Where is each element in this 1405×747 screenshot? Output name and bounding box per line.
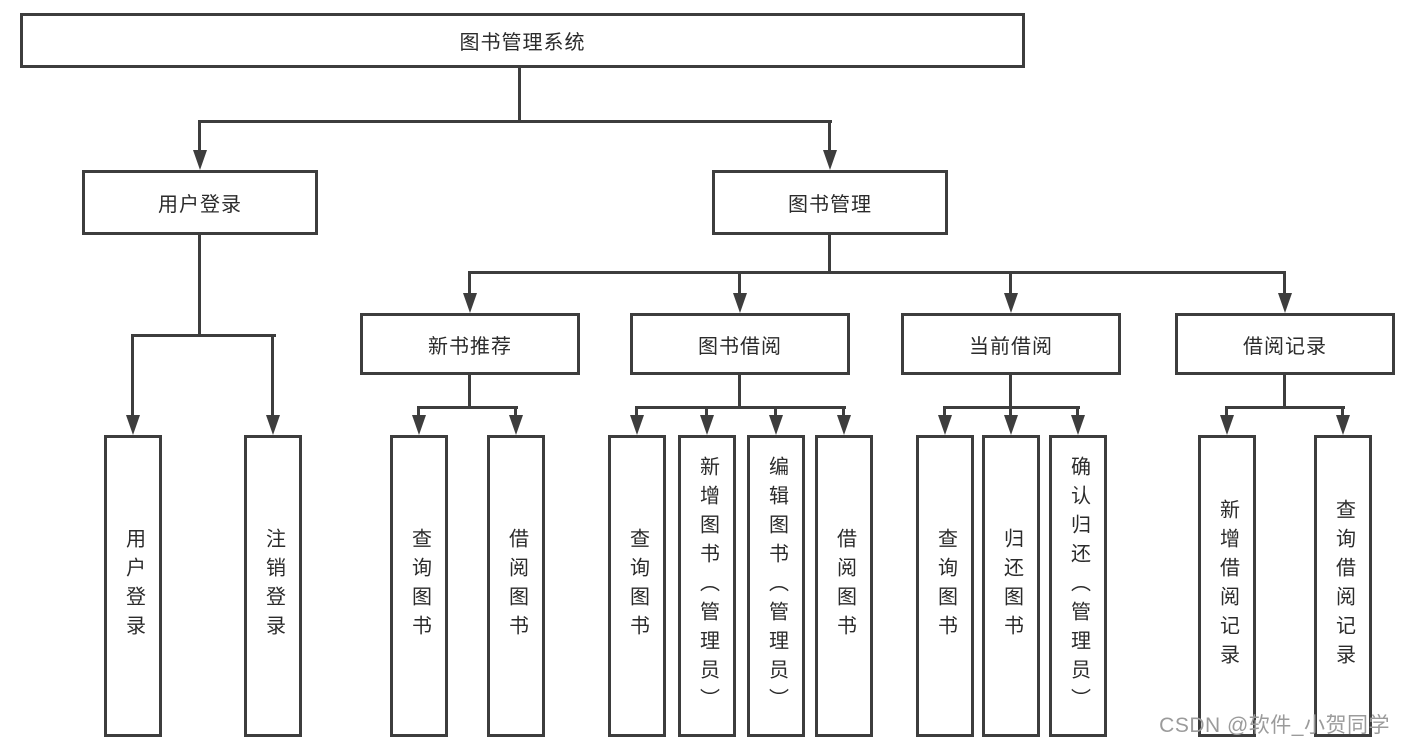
connector-line — [1283, 271, 1286, 295]
leaf-borrow-book-1: 借阅图书 — [487, 435, 545, 737]
leaf-query-book-3-label: 查询图书 — [934, 528, 957, 644]
connector-line — [705, 406, 708, 417]
arrow-down-icon — [1071, 415, 1085, 435]
connector-line — [774, 406, 777, 417]
leaf-user-login: 用户登录 — [104, 435, 162, 737]
arrow-down-icon — [823, 150, 837, 170]
connector-line — [943, 406, 946, 417]
connector-line — [468, 271, 1286, 274]
connector-line — [1225, 406, 1228, 417]
leaf-query-book-3: 查询图书 — [916, 435, 974, 737]
leaf-query-borrow-record-label: 查询借阅记录 — [1332, 499, 1355, 673]
connector-line — [514, 406, 517, 417]
connector-line — [468, 375, 471, 408]
node-root-label: 图书管理系统 — [459, 32, 586, 54]
node-current-borrow-label: 当前借阅 — [969, 335, 1053, 358]
arrow-down-icon — [938, 415, 952, 435]
leaf-borrow-book-2: 借阅图书 — [815, 435, 873, 737]
connector-line — [468, 271, 471, 295]
connector-line — [635, 406, 846, 409]
node-user-login-branch-label: 用户登录 — [158, 194, 242, 216]
watermark: CSDN @软件_小贺同学 — [1159, 714, 1390, 737]
node-root: 图书管理系统 — [20, 13, 1025, 68]
connector-line — [198, 120, 832, 123]
connector-line — [131, 334, 276, 337]
node-book-management-branch-label: 图书管理 — [788, 194, 872, 216]
node-book-management-branch: 图书管理 — [712, 170, 948, 235]
connector-line — [738, 375, 741, 408]
leaf-add-book-admin-label: 新增图书（管理员） — [696, 455, 719, 717]
arrow-down-icon — [769, 415, 783, 435]
arrow-down-icon — [1336, 415, 1350, 435]
node-new-book-recommend-label: 新书推荐 — [428, 335, 512, 358]
leaf-logout: 注销登录 — [244, 435, 302, 737]
connector-line — [1341, 406, 1344, 417]
connector-line — [131, 334, 134, 417]
connector-line — [198, 235, 201, 337]
node-book-borrow: 图书借阅 — [630, 313, 850, 375]
node-user-login-branch: 用户登录 — [82, 170, 318, 235]
leaf-query-book-2-label: 查询图书 — [626, 528, 649, 644]
connector-line — [842, 406, 845, 417]
leaf-borrow-book-1-label: 借阅图书 — [505, 528, 528, 644]
connector-line — [1009, 406, 1012, 417]
leaf-borrow-book-2-label: 借阅图书 — [833, 528, 856, 644]
node-borrow-records-label: 借阅记录 — [1243, 335, 1327, 358]
arrow-down-icon — [126, 415, 140, 435]
connector-line — [417, 406, 420, 417]
connector-line — [1009, 271, 1012, 295]
arrow-down-icon — [266, 415, 280, 435]
arrow-down-icon — [700, 415, 714, 435]
leaf-confirm-return-admin: 确认归还（管理员） — [1049, 435, 1107, 737]
leaf-return-book: 归还图书 — [982, 435, 1040, 737]
arrow-down-icon — [1004, 293, 1018, 313]
leaf-edit-book-admin: 编辑图书（管理员） — [747, 435, 805, 737]
connector-line — [1283, 375, 1286, 408]
connector-line — [417, 406, 518, 409]
leaf-add-borrow-record: 新增借阅记录 — [1198, 435, 1256, 737]
leaf-query-book-1: 查询图书 — [390, 435, 448, 737]
leaf-query-borrow-record: 查询借阅记录 — [1314, 435, 1372, 737]
connector-line — [1009, 375, 1012, 408]
leaf-return-book-label: 归还图书 — [1000, 528, 1023, 644]
node-borrow-records: 借阅记录 — [1175, 313, 1395, 375]
connector-line — [738, 271, 741, 295]
arrow-down-icon — [733, 293, 747, 313]
leaf-user-login-label: 用户登录 — [122, 528, 145, 644]
connector-line — [635, 406, 638, 417]
arrow-down-icon — [463, 293, 477, 313]
connector-line — [828, 235, 831, 273]
arrow-down-icon — [509, 415, 523, 435]
arrow-down-icon — [1220, 415, 1234, 435]
connector-line — [518, 68, 521, 123]
leaf-query-book-2: 查询图书 — [608, 435, 666, 737]
node-new-book-recommend: 新书推荐 — [360, 313, 580, 375]
arrow-down-icon — [1278, 293, 1292, 313]
arrow-down-icon — [412, 415, 426, 435]
leaf-query-book-1-label: 查询图书 — [408, 528, 431, 644]
connector-line — [271, 334, 274, 417]
connector-line — [828, 120, 831, 153]
leaf-edit-book-admin-label: 编辑图书（管理员） — [765, 455, 788, 717]
arrow-down-icon — [630, 415, 644, 435]
arrow-down-icon — [193, 150, 207, 170]
node-book-borrow-label: 图书借阅 — [698, 335, 782, 358]
leaf-logout-label: 注销登录 — [262, 528, 285, 644]
arrow-down-icon — [1004, 415, 1018, 435]
connector-line — [1076, 406, 1079, 417]
arrow-down-icon — [837, 415, 851, 435]
connector-line — [198, 120, 201, 153]
leaf-add-book-admin: 新增图书（管理员） — [678, 435, 736, 737]
leaf-confirm-return-admin-label: 确认归还（管理员） — [1067, 455, 1090, 717]
node-current-borrow: 当前借阅 — [901, 313, 1121, 375]
connector-line — [1225, 406, 1345, 409]
leaf-add-borrow-record-label: 新增借阅记录 — [1216, 499, 1239, 673]
